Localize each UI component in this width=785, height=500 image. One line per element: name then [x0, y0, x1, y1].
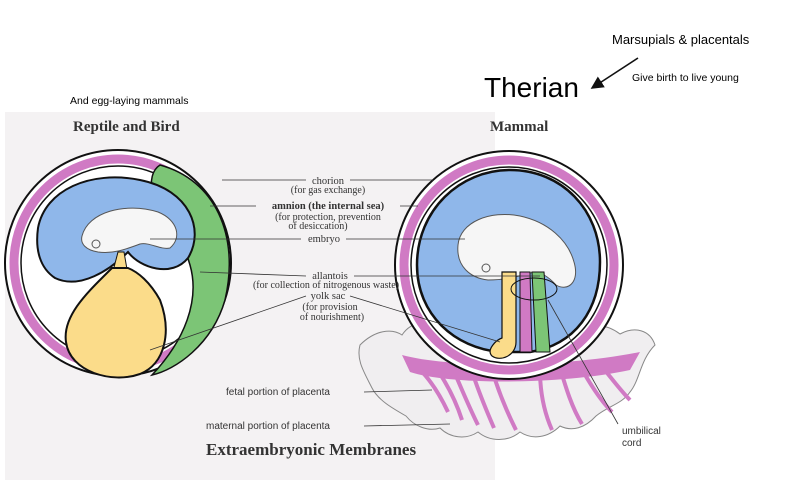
maternal-placenta-label: maternal portion of placenta: [206, 421, 330, 432]
yolk-sac-label: yolk sac: [311, 291, 346, 302]
marsupials-placentals-note: Marsupials & placentals: [612, 32, 750, 47]
chorion-ring-mammal: [399, 155, 619, 375]
therian-title: Therian: [484, 72, 579, 103]
maternal-placenta-leader: [363, 423, 451, 427]
yolk-note-2: of nourishment): [300, 312, 364, 323]
fetal-placenta-label: fetal portion of placenta: [226, 387, 330, 398]
yolk-note-1: (for provision: [302, 302, 357, 313]
yolk-sac-reptile: [64, 267, 167, 379]
chorion-label: chorion: [312, 176, 345, 187]
umbilical-label-1: umbilical: [622, 426, 661, 437]
embryo-label: embryo: [308, 234, 340, 245]
allantois-label: allantois: [312, 271, 348, 282]
umbilical-leader: [547, 299, 619, 425]
reptile-egg: [4, 149, 232, 379]
live-young-note: Give birth to live young: [632, 72, 739, 84]
umbilical-vessel: [519, 271, 533, 353]
mammal-embryo: [358, 150, 656, 440]
umbilical-label-2: cord: [622, 438, 641, 449]
heading-mammal: Mammal: [490, 119, 549, 135]
yolk-sac-mammal: [489, 271, 517, 359]
heading-reptile-bird: Reptile and Bird: [73, 119, 180, 135]
yolk-leader-left: [149, 295, 307, 351]
amnion-note-1: (for protection, prevention: [275, 212, 381, 223]
figure-title: Extraembryonic Membranes: [206, 440, 417, 459]
allantois-mammal: [531, 271, 551, 353]
fetal-placenta-leader: [363, 389, 433, 393]
egg-laying-note: And egg-laying mammals: [70, 95, 189, 107]
amnion-note-2: of desiccation): [288, 221, 347, 232]
amnion-label: amnion (the internal sea): [272, 201, 385, 212]
allantois-leader-left: [199, 271, 307, 277]
allantois-note: (for collection of nitrogenous waste): [253, 280, 399, 291]
umbilical-ring: [510, 277, 558, 301]
placental-villi: [413, 360, 632, 431]
labels: chorion (for gas exchange) amnion (the i…: [149, 176, 661, 449]
annotation-arrow: [590, 57, 639, 89]
yolk-leader-right: [349, 295, 501, 343]
embryo-eye-mammal: [481, 263, 491, 273]
embryo-eye-reptile: [91, 239, 101, 249]
embryo-reptile: [81, 207, 178, 253]
chorion-note: (for gas exchange): [291, 185, 365, 196]
embryo-mammal: [457, 214, 576, 288]
